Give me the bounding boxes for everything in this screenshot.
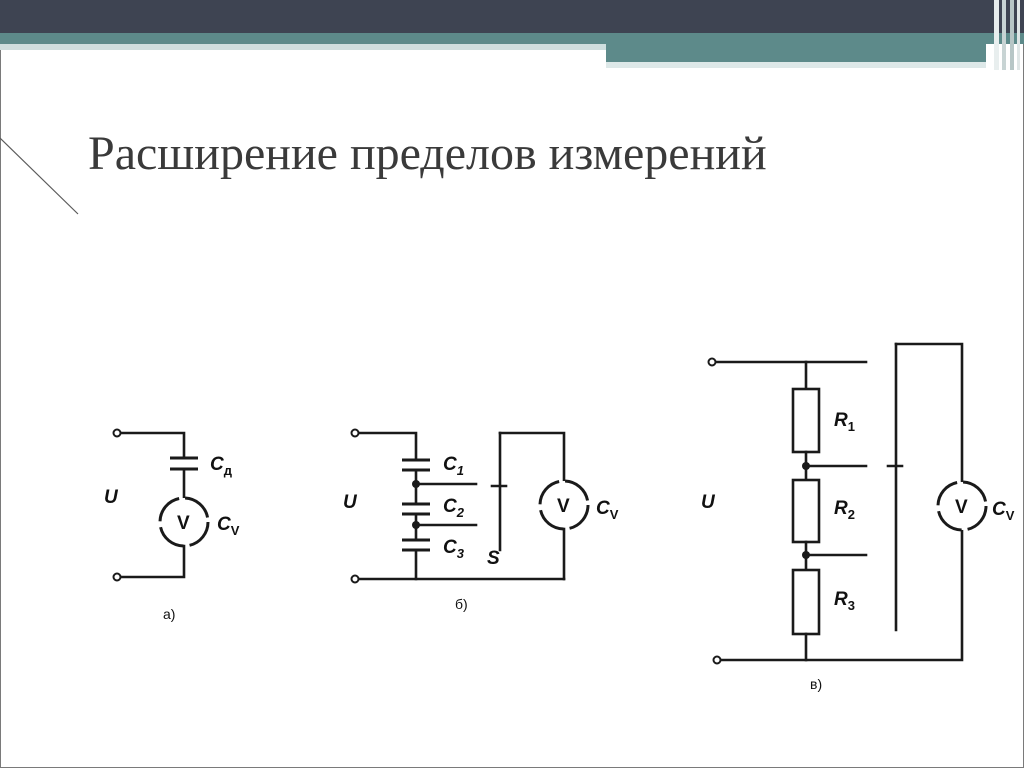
circuit-c-resistor-1	[791, 387, 821, 454]
circuit-a: V U Cд CV а)	[104, 428, 240, 622]
circuit-b-terminal-bottom	[350, 574, 360, 584]
circuit-c-node-2	[802, 551, 810, 559]
circuit-b-top-wire	[356, 431, 418, 462]
corner-diagonal-line	[0, 137, 79, 215]
circuit-c-meter-cap-label: CV	[992, 499, 1015, 523]
circuit-c-voltmeter	[936, 480, 988, 532]
circuit-a-cap-label: Cд	[210, 454, 233, 478]
circuit-b-meter-wire-top	[498, 431, 566, 483]
circuit-a-voltmeter	[158, 496, 210, 548]
circuit-a-terminal-top	[112, 428, 122, 438]
circuit-a-bottom-wire	[118, 544, 186, 579]
circuit-b-c3-label: C3	[443, 537, 465, 561]
header-pale-right	[606, 62, 986, 68]
circuit-c-meter-wire-top	[894, 342, 964, 484]
circuit-a-meter-cap-label: CV	[217, 514, 240, 538]
circuit-a-voltage-label: U	[104, 487, 119, 508]
header-right-stripe-4	[1017, 0, 1020, 70]
circuit-c-caption: в)	[810, 676, 822, 692]
circuit-b-c1-label: C1	[443, 454, 464, 478]
circuit-b-bottom-wire	[356, 548, 418, 581]
header-teal-band	[0, 33, 1024, 44]
circuit-b-meter-cap-label: CV	[596, 498, 619, 522]
circuit-b: V U C1 C2 C3 S CV б)	[343, 428, 619, 612]
circuit-c-r1-label: R1	[834, 410, 855, 434]
circuit-b-voltmeter	[538, 479, 590, 531]
circuit-a-meter-label: V	[177, 513, 190, 534]
circuit-c-meter-label: V	[955, 497, 968, 518]
circuit-a-caption: а)	[163, 606, 175, 622]
header-right-stripe-3	[1010, 0, 1014, 70]
header-right-stripe-1	[994, 0, 999, 70]
circuit-c-r2-label: R2	[834, 498, 855, 522]
circuit-b-node-1	[412, 480, 420, 488]
header-teal-right	[606, 44, 986, 62]
circuit-c-terminal-top	[707, 357, 717, 367]
circuit-c: V U R1 R2 R3 CV в)	[701, 342, 1015, 692]
circuit-b-switch-label: S	[487, 548, 500, 569]
circuit-b-meter-label: V	[557, 496, 570, 517]
header-right-stripe-2	[1002, 0, 1006, 70]
circuit-c-node-1	[802, 462, 810, 470]
circuit-b-voltage-label: U	[343, 492, 358, 513]
circuit-c-bottom-wire	[718, 528, 964, 662]
circuit-b-caption: б)	[455, 596, 468, 612]
circuit-c-r3-label: R3	[834, 589, 855, 613]
header-dark-band	[0, 0, 1024, 33]
circuit-b-node-2	[412, 521, 420, 529]
circuit-c-resistor-2	[791, 478, 821, 544]
circuit-a-terminal-bottom	[112, 572, 122, 582]
circuit-c-terminal-bottom	[712, 655, 722, 665]
circuit-b-terminal-top	[350, 428, 360, 438]
circuit-c-resistor-3	[791, 568, 821, 636]
header-light-band	[0, 44, 610, 50]
circuit-a-top-wire	[118, 431, 186, 460]
slide-title: Расширение пределов измерений	[88, 127, 767, 180]
circuit-b-c2-label: C2	[443, 496, 465, 520]
circuit-c-voltage-label: U	[701, 492, 716, 513]
